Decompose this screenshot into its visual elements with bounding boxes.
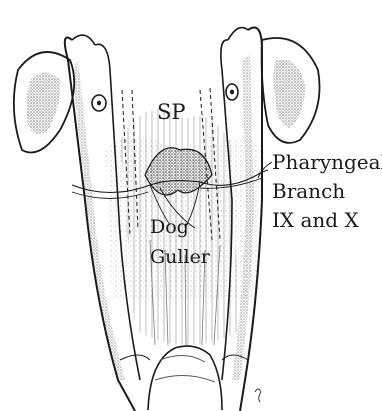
sp-label: SP (157, 102, 186, 123)
ix-and-x-label: IX and X (272, 210, 359, 230)
dog-label: Dog (150, 218, 189, 237)
pharyngeal-label: Pharyngeal (272, 152, 382, 172)
artist-mark (255, 389, 261, 402)
branch-label: Branch (272, 181, 345, 201)
guller-label: Guller (150, 248, 210, 267)
